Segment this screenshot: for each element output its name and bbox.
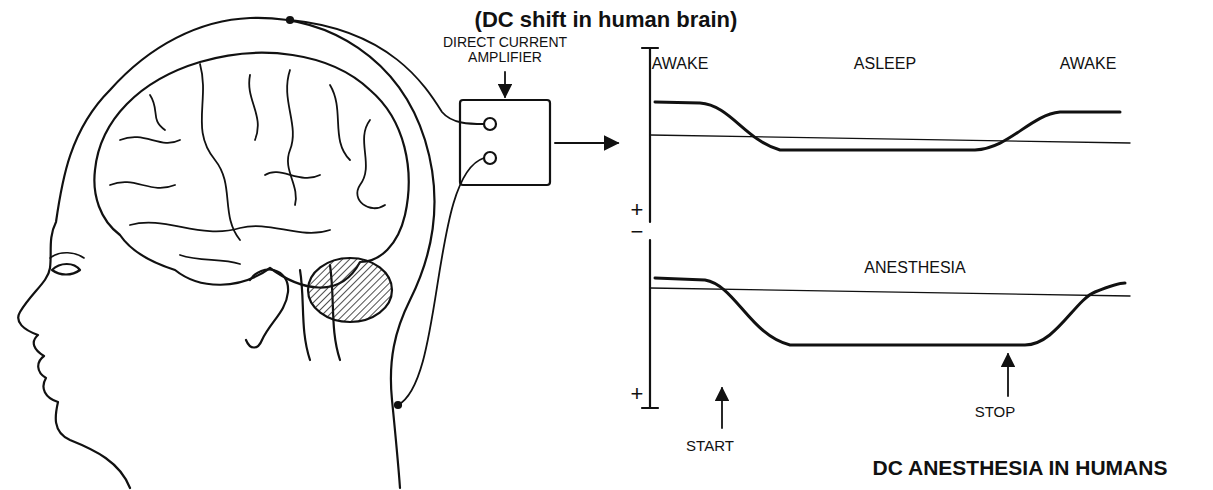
polarity-sign: − <box>631 220 644 244</box>
brain-outline <box>94 53 408 288</box>
state-label: AWAKE <box>1060 55 1117 73</box>
caption: DC ANESTHESIA IN HUMANS <box>873 456 1168 479</box>
baseline <box>650 135 1130 143</box>
event-label: STOP <box>975 404 1016 421</box>
output-arrow <box>555 142 618 144</box>
polarity-sign: + <box>631 382 644 406</box>
title: (DC shift in human brain) <box>475 8 738 32</box>
wire <box>398 158 484 405</box>
ear <box>246 270 288 348</box>
state-label: AWAKE <box>652 55 709 73</box>
event-arrow <box>1007 354 1009 396</box>
terminal <box>484 152 496 164</box>
state-label: ANESTHESIA <box>864 259 965 277</box>
head-outline <box>18 18 434 488</box>
amplifier-box <box>460 100 550 185</box>
eye <box>52 264 80 275</box>
polarity-sign: + <box>631 198 644 222</box>
cerebellum <box>308 258 392 322</box>
part-label: DIRECT CURRENT AMPLIFIER <box>430 35 580 66</box>
event-label: START <box>686 438 734 455</box>
leader-arrow <box>504 72 506 97</box>
event-arrow <box>721 388 723 428</box>
dc-trace <box>655 278 1125 345</box>
dc-trace <box>655 102 1120 150</box>
state-label: ASLEEP <box>854 55 916 73</box>
terminal <box>484 118 496 130</box>
